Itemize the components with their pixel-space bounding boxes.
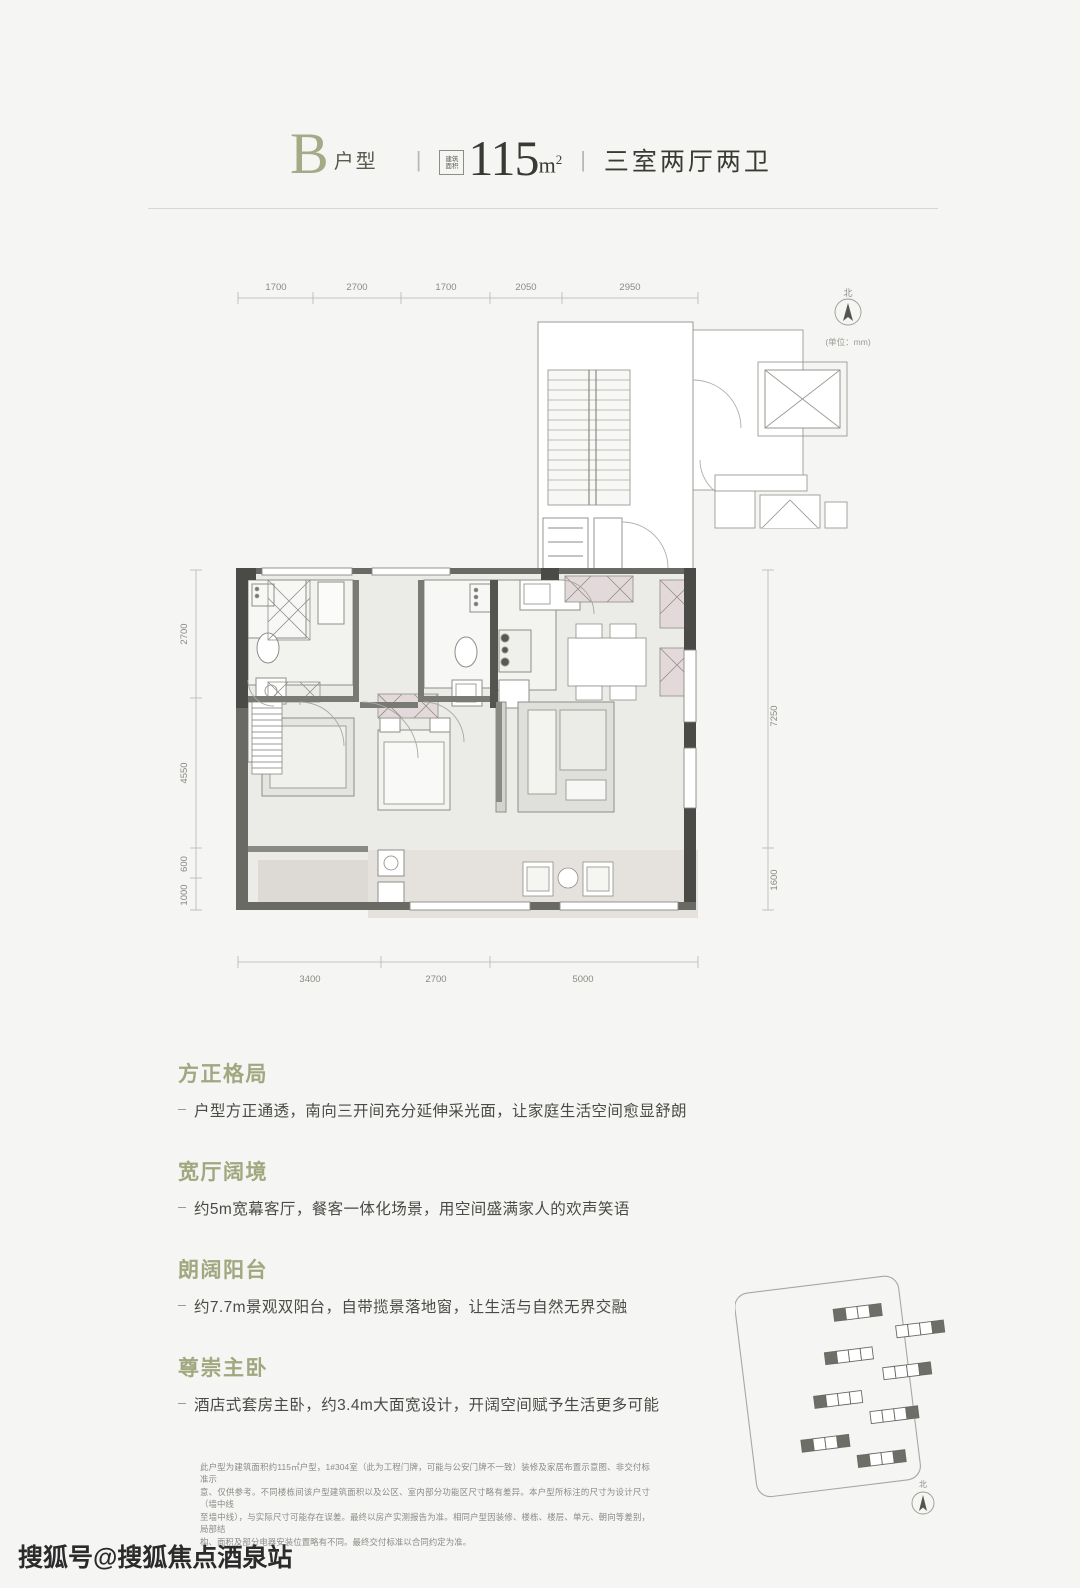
- compass-unit-note: (单位：mm): [825, 337, 870, 347]
- dimension-labels-right: 7250 1600: [769, 705, 780, 890]
- feature-title: 尊崇主卧: [178, 1357, 268, 1380]
- disclaimer-line-3: 至墙中线），与实际尺寸可能存在误差。最终以房产实测报告为准。相同户型因装修、楼栋…: [200, 1512, 650, 1534]
- dimension-ruler-right: [762, 569, 774, 911]
- feature-dash-icon: [178, 1305, 186, 1306]
- entry-shaft: [542, 517, 669, 571]
- dim-bottom-2: 5000: [572, 974, 593, 985]
- dim-top-2: 1700: [435, 282, 456, 293]
- feature-title: 方正格局: [178, 1063, 268, 1086]
- floor-plan: 1700 2700 1700 2050 2950 3400 2700 5000 …: [0, 250, 1080, 1020]
- disclaimer-line-4: 构、面积及部分电器安装位置略有不同。最终交付标准以合同约定为准。: [200, 1537, 472, 1547]
- dim-top-4: 2950: [619, 282, 640, 293]
- dimension-ruler-left: [190, 569, 202, 911]
- dimension-labels-top: 1700 2700 1700 2050 2950: [265, 282, 640, 293]
- header-separator-1: |: [415, 147, 422, 172]
- feature-description: 约5m宽幕客厅，餐客一体化场景，用空间盛满家人的欢声笑语: [178, 1197, 898, 1219]
- dim-top-0: 1700: [265, 282, 286, 293]
- dim-right-0: 7250: [769, 705, 780, 726]
- disclaimer-text: 此户型为建筑面积约115㎡户型，1#304室（此为工程门牌，可能与公安门牌不一致…: [200, 1462, 650, 1551]
- site-plan: 北: [734, 1265, 950, 1530]
- dim-left-2: 600: [179, 856, 190, 872]
- area-unit: m2: [538, 151, 563, 177]
- dimension-ruler-top: [237, 292, 699, 304]
- feature-dash-icon: [178, 1207, 186, 1208]
- dim-bottom-1: 2700: [425, 974, 446, 985]
- dim-left-0: 2700: [179, 623, 190, 644]
- windows: [261, 567, 697, 911]
- disclaimer-line-2: 意、仅供参考。不同楼栋间该户型建筑面积以及公区、室内部分功能区尺寸略有差异。本户…: [200, 1487, 650, 1509]
- unit-letter: B: [290, 121, 329, 186]
- compass-north-icon: 北 (单位：mm): [825, 288, 870, 347]
- building-area-badge: 建筑 面积: [439, 150, 465, 175]
- dimension-labels-left: 2700 4550 600 1000: [179, 623, 190, 905]
- header-title-group: B 户型 | 建筑 面积 115 m2 | 三室两厅两卫: [290, 121, 772, 186]
- feature-item-0: 方正格局 户型方正通透，南向三开间充分延伸采光面，让家庭生活空间愈显舒朗: [178, 1058, 898, 1121]
- page-header: B 户型 | 建筑 面积 115 m2 | 三室两厅两卫: [0, 0, 1080, 215]
- site-boundary: [734, 1275, 921, 1498]
- header-separator-2: |: [580, 147, 586, 172]
- door-swings: [247, 579, 595, 759]
- feature-dash-icon: [178, 1403, 186, 1404]
- dim-left-1: 4550: [179, 762, 190, 783]
- area-badge-line2: 面积: [445, 162, 459, 170]
- site-compass-north-icon: 北: [911, 1480, 935, 1515]
- dim-left-3: 1000: [179, 884, 190, 905]
- feature-description: 约7.7m景观双阳台，自带揽景落地窗，让生活与自然无界交融: [178, 1295, 898, 1317]
- feature-description: 户型方正通透，南向三开间充分延伸采光面，让家庭生活空间愈显舒朗: [178, 1099, 898, 1121]
- interior-rooms: [247, 575, 695, 905]
- dimension-ruler-bottom: [237, 956, 699, 968]
- dimension-labels-bottom: 3400 2700 5000: [299, 974, 593, 985]
- unit-type-label: 户型: [333, 151, 378, 173]
- feature-dash-icon: [178, 1109, 186, 1110]
- watermark: 搜狐号@搜狐焦点酒泉站: [18, 1538, 292, 1574]
- site-compass-label: 北: [919, 1480, 927, 1489]
- header-divider: [148, 208, 938, 209]
- room-configuration: 三室两厅两卫: [603, 148, 772, 176]
- feature-item-2: 朗阔阳台 约7.7m景观双阳台，自带揽景落地窗，让生活与自然无界交融: [178, 1254, 898, 1317]
- area-badge-line1: 建筑: [445, 155, 459, 163]
- area-value: 115: [468, 130, 539, 186]
- feature-description: 酒店式套房主卧，约3.4m大面宽设计，开阔空间赋予生活更多可能: [178, 1393, 898, 1415]
- feature-title: 宽厅阔境: [178, 1161, 268, 1184]
- dim-top-1: 2700: [346, 282, 367, 293]
- compass-north-label: 北: [843, 288, 852, 298]
- dim-bottom-0: 3400: [299, 974, 320, 985]
- dim-right-1: 1600: [769, 869, 780, 890]
- public-core-area: [537, 321, 848, 573]
- feature-item-3: 尊崇主卧 酒店式套房主卧，约3.4m大面宽设计，开阔空间赋予生活更多可能: [178, 1352, 898, 1415]
- feature-list: 方正格局 户型方正通透，南向三开间充分延伸采光面，让家庭生活空间愈显舒朗 宽厅阔…: [178, 1058, 898, 1415]
- feature-title: 朗阔阳台: [178, 1259, 268, 1282]
- disclaimer-line-1: 此户型为建筑面积约115㎡户型，1#304室（此为工程门牌，可能与公安门牌不一致…: [200, 1462, 650, 1484]
- dim-top-3: 2050: [515, 282, 536, 293]
- site-buildings: [800, 1303, 946, 1468]
- watermark-text: 搜狐号@搜狐焦点酒泉站: [18, 1544, 293, 1572]
- feature-item-1: 宽厅阔境 约5m宽幕客厅，餐客一体化场景，用空间盛满家人的欢声笑语: [178, 1156, 898, 1219]
